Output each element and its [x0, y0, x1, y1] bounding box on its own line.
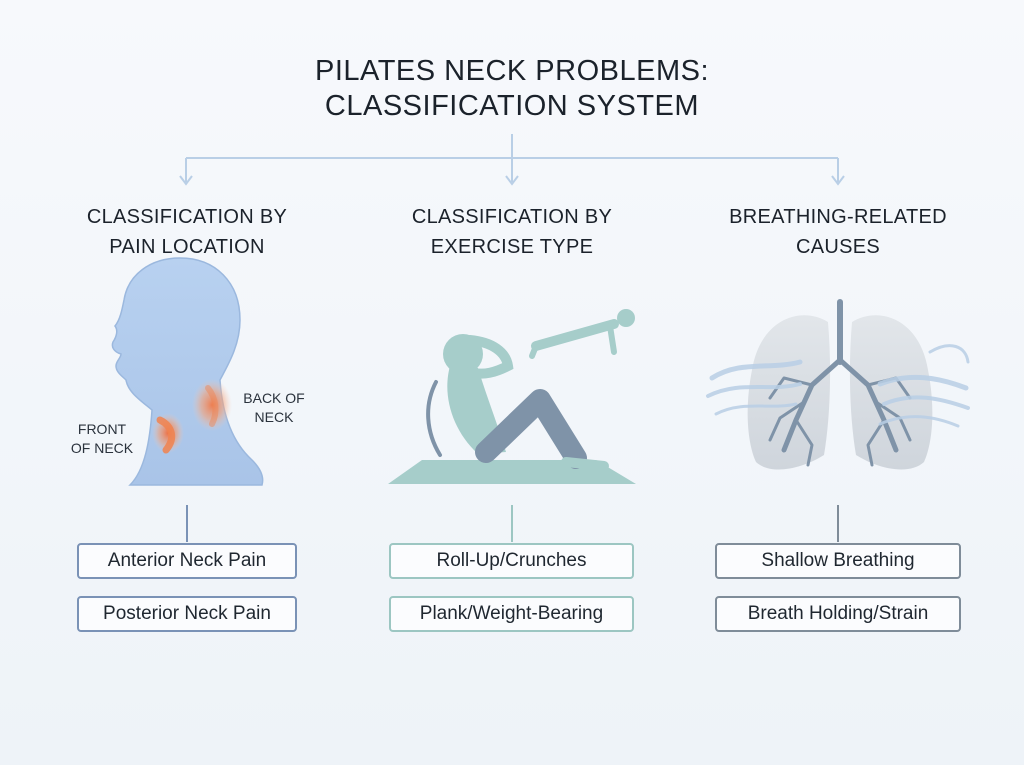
category-title-pain-location: CLASSIFICATION BY PAIN LOCATION	[37, 202, 337, 262]
plank-arm	[607, 323, 617, 355]
right-lung	[849, 315, 933, 470]
item-roll-up-crunches: Roll-Up/Crunches	[389, 543, 634, 579]
main-title-line1: PILATES NECK PROBLEMS:	[314, 55, 710, 87]
category-title-exercise-type: CLASSIFICATION BY EXERCISE TYPE	[362, 202, 662, 262]
category-title-line2: PAIN LOCATION	[109, 236, 265, 258]
arrowheads	[179, 175, 845, 186]
category-title-line2: EXERCISE TYPE	[430, 236, 594, 258]
category-title-line2: CAUSES	[795, 236, 881, 258]
back-neck-glow	[192, 379, 232, 431]
lungs-airflow-icon	[706, 299, 970, 470]
item-breath-holding-strain: Breath Holding/Strain	[715, 596, 961, 632]
back-label-line1: BACK OF	[243, 390, 305, 406]
crunch-arm	[465, 335, 514, 379]
crunch-and-plank-figures-icon	[388, 309, 636, 484]
plank-head	[617, 309, 635, 327]
crunch-legs	[475, 389, 587, 469]
arrowhead-left	[179, 175, 193, 186]
tree-connectors	[185, 134, 839, 182]
item-posterior-neck-pain: Posterior Neck Pain	[77, 596, 297, 632]
front-label-line1: FRONT	[77, 421, 127, 437]
category-title-line1: BREATHING-RELATED	[729, 206, 947, 228]
category-title-line1: CLASSIFICATION BY	[86, 206, 288, 228]
main-title-line2: CLASSIFICATION SYSTEM	[324, 90, 700, 122]
item-connectors	[186, 505, 839, 542]
item-shallow-breathing: Shallow Breathing	[715, 543, 961, 579]
item-plank-weight-bearing: Plank/Weight-Bearing	[389, 596, 634, 632]
plank-body	[531, 319, 619, 351]
back-of-neck-label: BACK OF NECK	[232, 389, 316, 427]
head-neck-profile-icon	[111, 257, 264, 486]
crunch-foot	[561, 457, 609, 471]
category-title-breathing: BREATHING-RELATED CAUSES	[688, 202, 988, 262]
motion-arc	[426, 380, 442, 457]
item-anterior-neck-pain: Anterior Neck Pain	[77, 543, 297, 579]
arrowhead-right	[831, 175, 845, 186]
arrowhead-center	[505, 175, 519, 186]
left-lung	[747, 315, 831, 470]
plank-foot	[529, 343, 539, 359]
airflow-waves	[706, 344, 970, 428]
front-of-neck-label: FRONT OF NECK	[62, 420, 142, 458]
front-label-line2: OF NECK	[70, 440, 134, 456]
category-title-line1: CLASSIFICATION BY	[411, 206, 613, 228]
back-label-line2: NECK	[254, 409, 294, 425]
